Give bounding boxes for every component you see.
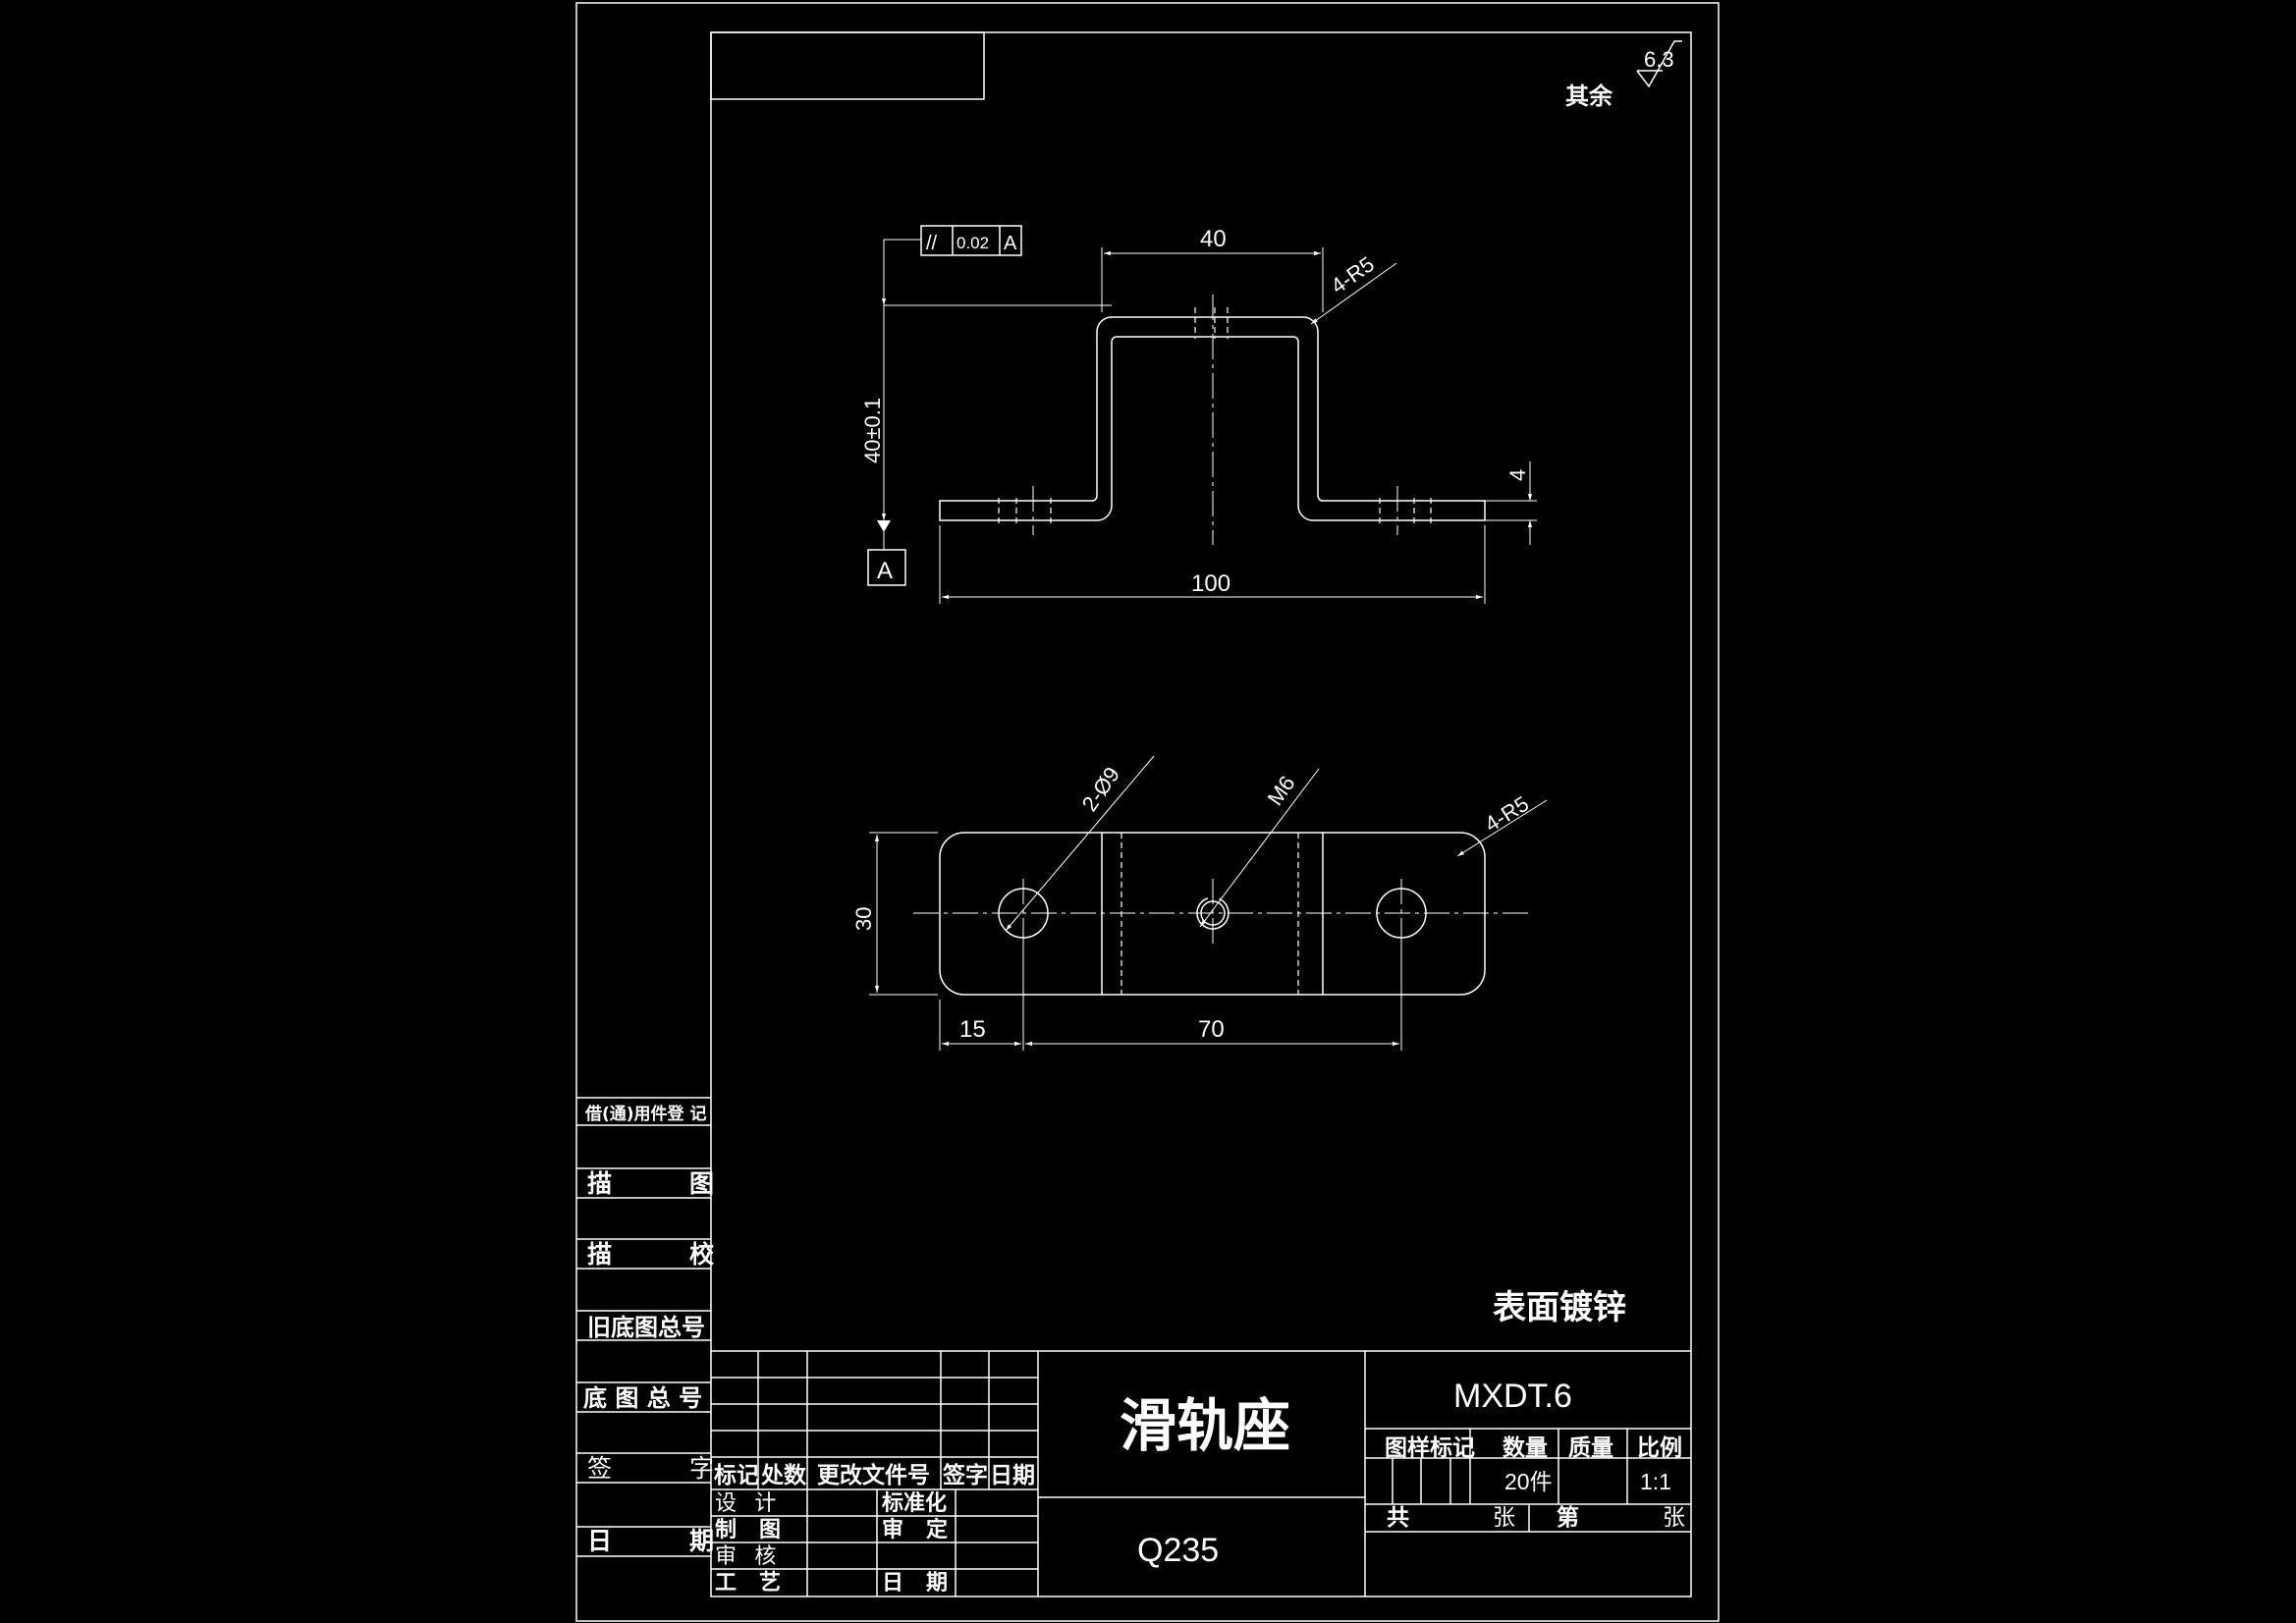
material: Q235	[1137, 1532, 1219, 1569]
top-view: 2-Ø9 M6 4-R5 30 15 70	[851, 755, 1548, 1051]
drawing-frame	[575, 2, 1720, 1622]
info-header-scale: 比例	[1637, 1435, 1682, 1461]
info-scale: 1:1	[1640, 1469, 1671, 1494]
rev-header-sign: 签字	[942, 1462, 988, 1488]
tolerance-frame: // 0.02 A	[884, 225, 1022, 256]
rev-date: 日 期	[882, 1571, 948, 1596]
sheet-sheet: 张	[1663, 1504, 1685, 1530]
dim-top-width: 40	[1200, 226, 1227, 252]
info-quantity: 20件	[1504, 1469, 1553, 1494]
sheet-sheets: 张	[1493, 1504, 1515, 1530]
sheet-number: 第	[1557, 1504, 1579, 1531]
rev-header-doc: 更改文件号	[817, 1462, 930, 1488]
dim-holes: 2-Ø9	[1077, 762, 1125, 815]
rev-review: 审 核	[715, 1543, 776, 1568]
left-row-2-left: 描	[587, 1240, 612, 1269]
left-strip: 借(通)用件登 记 描 图 描 校 旧底图总号 底 图 总 号 签 字 日 期	[576, 1097, 715, 1557]
rev-header-date: 日期	[990, 1463, 1035, 1488]
datum-label: A	[877, 558, 893, 584]
tolerance-value: 0.02	[957, 234, 989, 252]
dim-radius: 4-R5	[1327, 251, 1379, 298]
dim-thread: M6	[1263, 771, 1300, 809]
front-view: 40 4-R5 40±0.1 A // 0.02 A 4	[860, 225, 1537, 604]
rev-draw: 制 图	[715, 1518, 781, 1542]
info-header-mark: 图样标记	[1385, 1434, 1475, 1461]
dim-radius-top: 4-R5	[1480, 791, 1533, 837]
surface-note: 表面镀锌	[1493, 1288, 1626, 1327]
drawing-number: MXDT.6	[1453, 1378, 1572, 1415]
dim-length: 100	[1191, 570, 1230, 597]
dim-offset: 15	[959, 1016, 986, 1043]
info-block-text: 图样标记 数量 质量 比例 20件 1:1 共 张 第 张	[1385, 1434, 1685, 1531]
roughness-note: 其余	[1565, 82, 1613, 110]
info-header-qty: 数量	[1503, 1435, 1548, 1461]
rev-standard: 标准化	[882, 1490, 947, 1516]
rev-approve: 审 定	[882, 1517, 948, 1542]
rev-header-mark: 标记	[714, 1463, 759, 1488]
tolerance-datum: A	[1004, 233, 1017, 254]
surface-roughness: 6.3 其余	[1565, 40, 1682, 110]
dim-height: 40±0.1	[860, 398, 885, 463]
rev-process: 工 艺	[715, 1570, 781, 1596]
left-row-2-right: 校	[689, 1240, 715, 1269]
left-row-5-right: 字	[689, 1455, 714, 1483]
left-row-1-right: 图	[689, 1169, 714, 1198]
left-row-1-left: 描	[587, 1169, 612, 1198]
hidden-lines	[998, 307, 1432, 523]
left-row-6-right: 期	[689, 1527, 714, 1555]
revision-block-text: 标记 处数 更改文件号 签字 日期 设 计 制 图 审 核 工 艺 标准化 审 …	[714, 1462, 1035, 1596]
tolerance-symbol: //	[926, 233, 938, 254]
left-strip-header: 借(通)用件登 记	[584, 1104, 706, 1124]
dim-spacing: 70	[1198, 1016, 1225, 1043]
roughness-value: 6.3	[1644, 47, 1674, 72]
left-row-5-left: 签	[587, 1455, 612, 1483]
info-header-mass: 质量	[1568, 1435, 1613, 1461]
part-title: 滑轨座	[1120, 1392, 1290, 1459]
left-row-4-left: 底 图 总 号	[583, 1384, 702, 1412]
left-row-6-left: 日	[587, 1527, 612, 1555]
title-block	[711, 1350, 1691, 1596]
center-lines	[1032, 295, 1398, 545]
sheet-total: 共	[1387, 1505, 1409, 1531]
rev-design: 设 计	[715, 1490, 776, 1515]
dim-thickness: 4	[1505, 469, 1530, 481]
left-row-3-left: 旧底图总号	[587, 1314, 705, 1341]
rev-header-count: 处数	[760, 1463, 807, 1488]
dim-width: 30	[851, 907, 876, 931]
